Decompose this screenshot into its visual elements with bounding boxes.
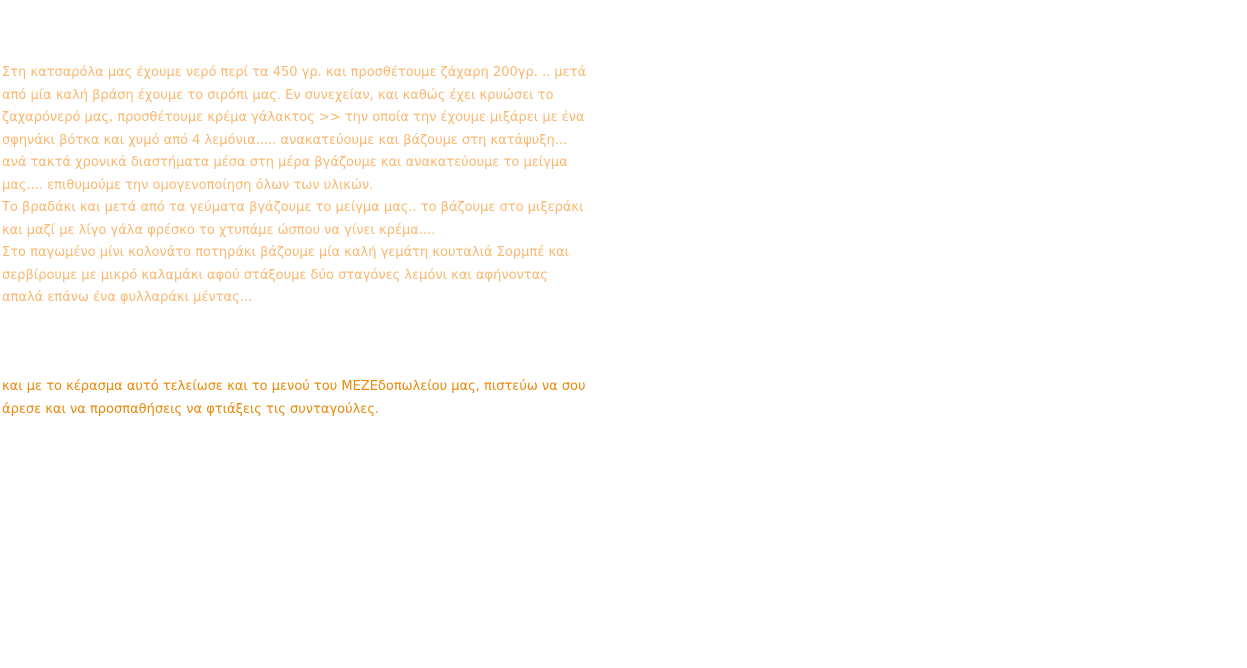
recipe-paragraph: Στη κατσαρόλα μας έχουμε νερό περί τα 45… bbox=[2, 65, 587, 193]
recipe-paragraph: Το βραδάκι και μετά από τα γεύματα βγάζο… bbox=[2, 200, 584, 238]
recipe-paragraph: Στο παγωμένο μίνι κολονάτο ποτηράκι βάζο… bbox=[2, 245, 569, 305]
closing-paragraph: και με το κέρασμα αυτό τελείωσε και το μ… bbox=[2, 379, 586, 417]
closing-text-block: και με το κέρασμα αυτό τελείωσε και το μ… bbox=[2, 376, 592, 421]
recipe-text-block: Στη κατσαρόλα μας έχουμε νερό περί τα 45… bbox=[2, 62, 592, 310]
